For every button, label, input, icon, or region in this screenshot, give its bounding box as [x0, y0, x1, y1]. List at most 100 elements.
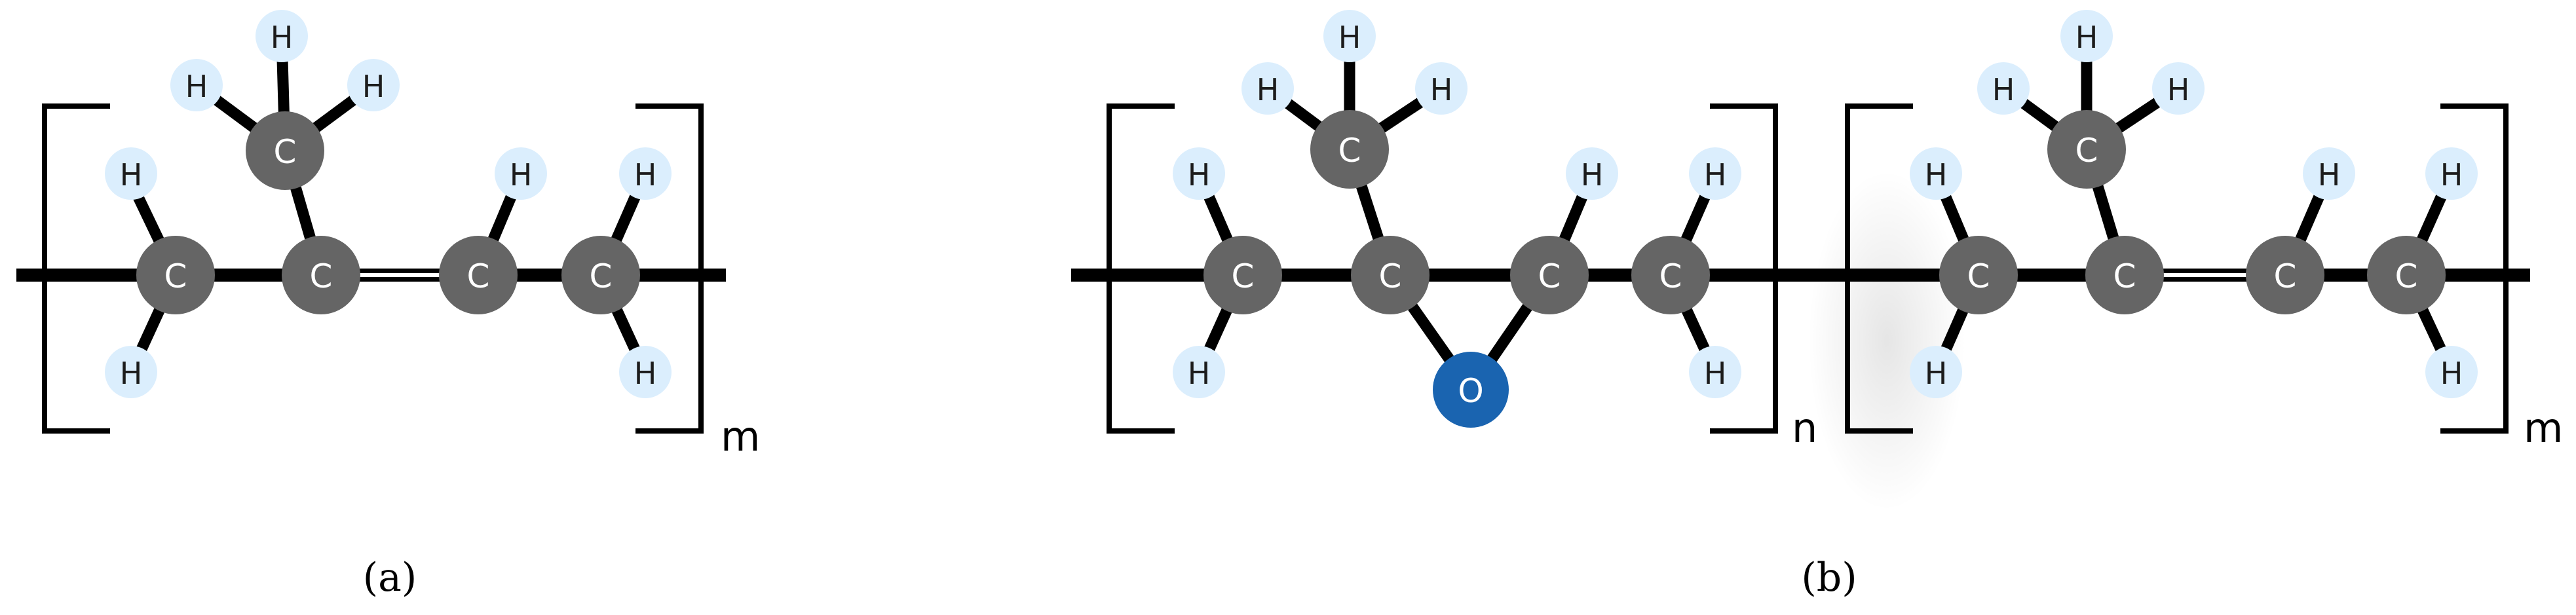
panel-b-right-hydrogen-c1-bottom: H — [1910, 346, 1962, 398]
panel-b-right-hydrogen-methyl-top: H — [2060, 10, 2113, 62]
panel-a-carbon-1-symbol: C — [164, 257, 187, 295]
panel-b-right-hydrogen-c3-symbol: H — [2318, 157, 2341, 193]
panel-a-hydrogen-methyl-right-circle — [347, 59, 400, 111]
panel-b-right-carbon-1-circle — [1939, 236, 2018, 314]
panel-b-left-hydrogen-methyl-right-symbol: H — [1430, 72, 1453, 107]
panel-b-left-carbon-2: C — [1351, 236, 1430, 314]
panel-b-left-carbon-4: C — [1631, 236, 1710, 314]
panel-b-left-carbon-2-symbol: C — [1379, 257, 1402, 295]
panel-a-hydrogen-c3: H — [495, 147, 547, 200]
panel-a-carbon-methyl: C — [246, 111, 324, 190]
panel-a-hydrogen-c1-bottom-symbol: H — [120, 356, 143, 391]
panel-b-left-hydrogen-methyl-right: H — [1415, 62, 1468, 115]
panel-a-hydrogen-methyl-right: H — [347, 59, 400, 111]
panel-b-left-hydrogen-methyl-right-circle — [1415, 62, 1468, 115]
panel-b-right-hydrogen-methyl-left-circle — [1977, 62, 2030, 115]
panel-b-left-bracket-left — [1107, 103, 1175, 434]
panel-b-right-hydrogen-methyl-right: H — [2152, 62, 2205, 115]
panel-b-left-hydrogen-c4-top: H — [1689, 147, 1741, 200]
panel-b-left-carbon-methyl: C — [1310, 110, 1389, 189]
panel-a-hydrogen-c4-top-symbol: H — [634, 157, 657, 193]
panel-a-hydrogen-c1-top-circle — [105, 147, 157, 200]
panel-a-carbon-methyl-circle — [246, 111, 324, 190]
panel-b-left-carbon-3-circle — [1510, 236, 1589, 314]
panel-b-left-bracket-right — [1710, 103, 1778, 434]
panel-b-left-carbon-3-symbol: C — [1538, 257, 1561, 295]
panel-b-left-hydrogen-methyl-left: H — [1241, 62, 1294, 115]
panel-b-right-hydrogen-c4-bottom: H — [2425, 346, 2478, 398]
panel-b-right-carbon-4-circle — [2367, 236, 2446, 314]
panel-a-carbon-3: C — [439, 236, 518, 314]
panel-a-hydrogen-c1-top: H — [105, 147, 157, 200]
panel-a-carbon-3-symbol: C — [467, 257, 490, 295]
background-shadow — [1808, 170, 1965, 511]
panel-b-right-carbon-3: C — [2246, 236, 2324, 314]
panel-b-left-carbon-2-circle — [1351, 236, 1430, 314]
panel-b-right-hydrogen-c4-top: H — [2425, 147, 2478, 200]
panel-a-hydrogen-methyl-top-circle — [256, 10, 308, 62]
panel-b-right-carbon-3-symbol: C — [2274, 257, 2297, 295]
panel-a-subscript-m: m — [721, 413, 760, 460]
panel-b-left-carbon-3: C — [1510, 236, 1589, 314]
panel-b-right-hydrogen-c4-bottom-symbol: H — [2440, 356, 2463, 391]
panel-b-right-hydrogen-c4-top-circle — [2425, 147, 2478, 200]
panel-a-hydrogen-c3-symbol: H — [510, 157, 533, 193]
panel-b-subscript-m: m — [2524, 404, 2563, 452]
panel-a-hydrogen-c1-top-symbol: H — [120, 157, 143, 193]
panel-a-hydrogen-c1-bottom: H — [105, 346, 157, 398]
panel-b-left-hydrogen-methyl-top: H — [1323, 10, 1376, 62]
panel-b-left-hydrogen-c1-bottom-symbol: H — [1188, 356, 1211, 391]
panel-b-left-carbon-4-circle — [1631, 236, 1710, 314]
panel-b-label: (b) — [1801, 555, 1857, 601]
panel-a-carbon-2-circle — [282, 236, 360, 314]
panel-b-left-carbon-methyl-symbol: C — [1338, 132, 1361, 170]
panel-b-right-carbon-1: C — [1939, 236, 2018, 314]
panel-b-left-hydrogen-c1-top: H — [1173, 147, 1225, 200]
brackets-layer — [42, 103, 2509, 434]
panel-b-right-hydrogen-methyl-left: H — [1977, 62, 2030, 115]
panel-b-right-hydrogen-c1-top-circle — [1910, 147, 1962, 200]
panel-b-right-hydrogen-methyl-right-circle — [2152, 62, 2205, 115]
panel-b-right-bracket-right — [2440, 103, 2509, 434]
panel-b-right-hydrogen-c4-bottom-circle — [2425, 346, 2478, 398]
panel-a-carbon-4-symbol: C — [590, 257, 613, 295]
panel-b-right-carbon-2: C — [2085, 236, 2164, 314]
panel-b-left-hydrogen-c4-top-circle — [1689, 147, 1741, 200]
panel-a-hydrogen-c3-circle — [495, 147, 547, 200]
panel-a-hydrogen-c4-bottom-symbol: H — [634, 356, 657, 391]
panel-b-right-carbon-2-symbol: C — [2113, 257, 2136, 295]
panel-b-left-hydrogen-c1-top-symbol: H — [1188, 157, 1211, 193]
panel-a-carbon-1: C — [136, 236, 215, 314]
panel-a-carbon-4: C — [561, 236, 640, 314]
panel-b-right-hydrogen-methyl-top-circle — [2060, 10, 2113, 62]
panel-b-left-hydrogen-c3-symbol: H — [1581, 157, 1604, 193]
panel-b-subscript-n: n — [1792, 404, 1817, 452]
panel-b-right-carbon-1-symbol: C — [1967, 257, 1990, 295]
panel-a-carbon-2-symbol: C — [310, 257, 333, 295]
panel-a-hydrogen-c4-bottom-circle — [619, 346, 672, 398]
panel-b-left-hydrogen-methyl-top-symbol: H — [1338, 20, 1361, 55]
panel-a-hydrogen-methyl-left: H — [170, 59, 223, 111]
panel-b-left-hydrogen-c1-top-circle — [1173, 147, 1225, 200]
panel-b-left-hydrogen-c4-bottom: H — [1689, 346, 1741, 398]
panel-b-right-hydrogen-c1-top-symbol: H — [1925, 157, 1948, 193]
panel-b-left-hydrogen-c4-bottom-symbol: H — [1704, 356, 1727, 391]
panel-a-carbon-2: C — [282, 236, 360, 314]
panel-b-left-carbon-methyl-circle — [1310, 110, 1389, 189]
panel-a-bracket-left — [42, 103, 110, 434]
panel-b-left-hydrogen-methyl-left-circle — [1241, 62, 1294, 115]
panel-b-left-oxygen: O — [1433, 352, 1509, 428]
panel-b-left-oxygen-symbol: O — [1458, 372, 1483, 410]
panel-a-hydrogen-methyl-left-circle — [170, 59, 223, 111]
panel-b-right-carbon-2-circle — [2085, 236, 2164, 314]
panel-b-left-oxygen-circle — [1433, 352, 1509, 428]
panel-b-right-carbon-methyl-symbol: C — [2075, 132, 2098, 170]
panel-b-left-carbon-4-symbol: C — [1659, 257, 1682, 295]
panel-b-right-bracket-left — [1845, 103, 1913, 434]
panel-b-left-carbon-1-circle — [1203, 236, 1282, 314]
panel-b-right-hydrogen-methyl-top-symbol: H — [2075, 20, 2098, 55]
panel-a-hydrogen-c4-top-circle — [619, 147, 672, 200]
panel-b-right-carbon-4-symbol: C — [2395, 257, 2418, 295]
